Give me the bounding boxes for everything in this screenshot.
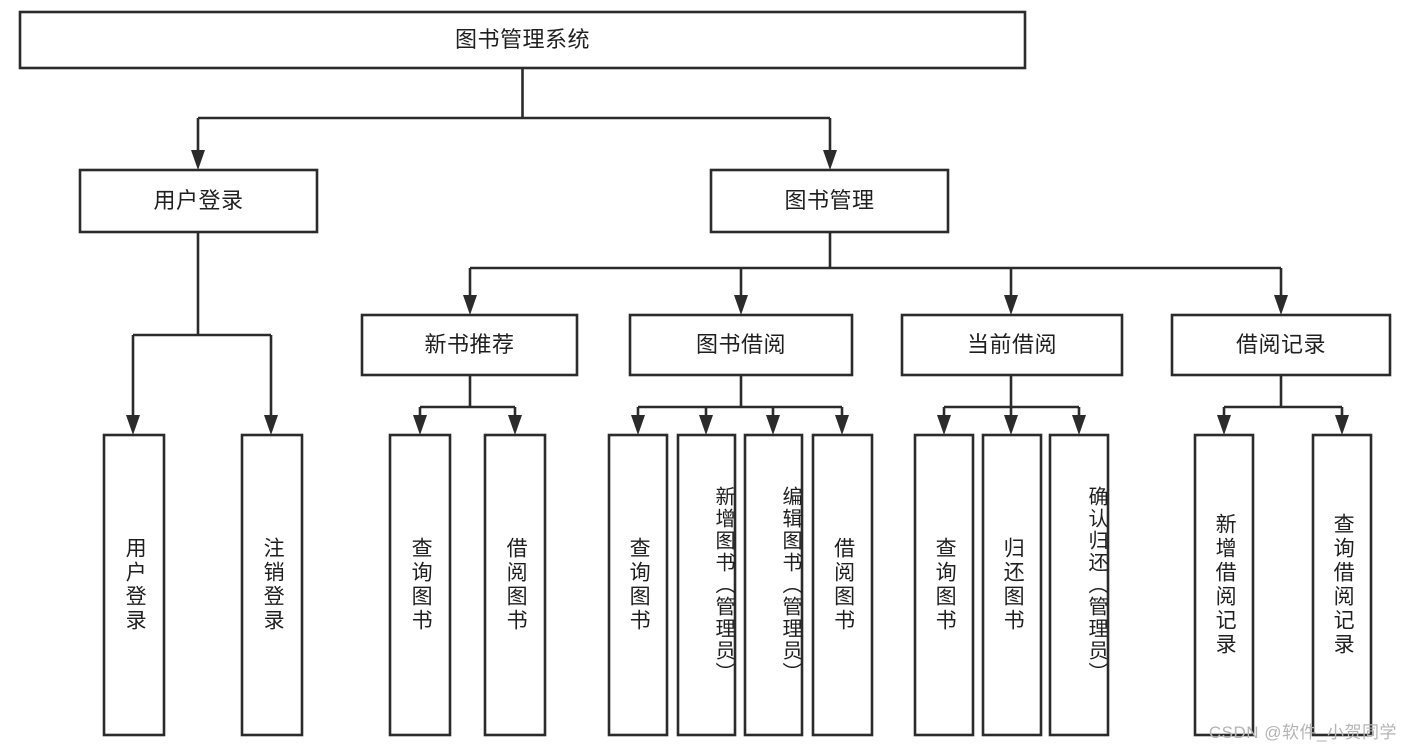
arrow-head-leaf-query-book-3 — [937, 415, 951, 435]
node-box-leaf-edit-book[interactable] — [743, 433, 804, 737]
arrow-head-leaf-add-book — [699, 415, 713, 435]
arrow-head-leaf-add-record — [1217, 415, 1231, 435]
node-box-leaf-query-book-2[interactable] — [607, 433, 669, 737]
node-box-user-login[interactable] — [78, 168, 319, 234]
node-box-book-borrow[interactable] — [628, 313, 854, 377]
arrow-head-leaf-query-book-1 — [413, 415, 427, 435]
node-box-book-manage[interactable] — [709, 168, 950, 234]
arrow-head-leaf-return-book — [1004, 415, 1018, 435]
node-box-borrow-record[interactable] — [1170, 313, 1392, 377]
connector-group-book-manage — [463, 232, 1288, 315]
node-box-root[interactable] — [18, 10, 1027, 70]
node-box-leaf-query-book-3[interactable] — [913, 433, 975, 737]
arrow-head-new-book-recommend — [463, 295, 477, 315]
watermark-text: CSDN @软件_小贺同学 — [1208, 723, 1397, 742]
node-box-leaf-user-logout[interactable] — [240, 433, 304, 737]
connector-group-user-login — [126, 232, 278, 435]
arrow-head-leaf-edit-book — [766, 415, 780, 435]
node-box-leaf-return-book[interactable] — [981, 433, 1043, 737]
connector-group-book-borrow — [631, 375, 849, 435]
node-box-leaf-add-book[interactable] — [676, 433, 737, 737]
arrow-head-current-borrow — [1004, 295, 1018, 315]
connector-group-new-book-recommend — [413, 375, 522, 435]
node-box-leaf-query-book-1[interactable] — [388, 433, 452, 737]
arrow-head-borrow-record — [1274, 295, 1288, 315]
connector-group-borrow-record — [1217, 375, 1349, 435]
arrow-head-leaf-borrow-book-1 — [508, 415, 522, 435]
node-box-leaf-user-login[interactable] — [102, 433, 166, 737]
arrow-head-book-manage — [823, 150, 837, 170]
arrow-head-leaf-query-record — [1335, 415, 1349, 435]
arrow-head-leaf-query-book-2 — [631, 415, 645, 435]
arrow-head-leaf-user-login — [126, 415, 140, 435]
connector-group-root — [191, 68, 837, 170]
node-box-leaf-confirm-return[interactable] — [1048, 433, 1110, 737]
arrow-head-user-login — [191, 150, 205, 170]
arrow-head-leaf-user-logout — [264, 415, 278, 435]
node-box-new-book-recommend[interactable] — [360, 313, 579, 377]
node-box-leaf-borrow-book-1[interactable] — [483, 433, 547, 737]
arrow-head-book-borrow — [734, 295, 748, 315]
node-box-leaf-add-record[interactable] — [1193, 433, 1255, 737]
node-box-current-borrow[interactable] — [900, 313, 1124, 377]
node-box-leaf-borrow-book-2[interactable] — [811, 433, 874, 737]
arrow-head-leaf-confirm-return — [1072, 415, 1086, 435]
arrow-head-leaf-borrow-book-2 — [835, 415, 849, 435]
node-box-leaf-query-record[interactable] — [1311, 433, 1373, 737]
connector-group-current-borrow — [937, 375, 1086, 435]
